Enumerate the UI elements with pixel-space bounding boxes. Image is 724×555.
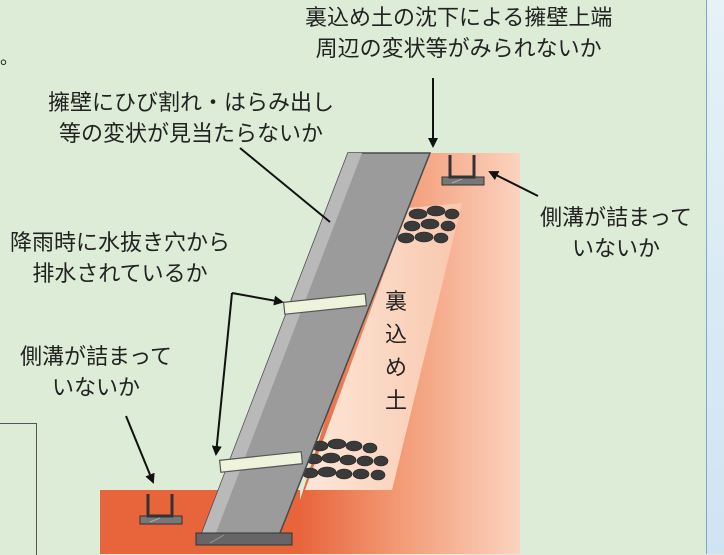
weep-hole-lower (218, 451, 304, 473)
label-gutter-right: 側溝が詰まって いないか (540, 206, 693, 262)
wall-face-shading (200, 153, 362, 538)
label-wall-cracks: 擁壁にひび割れ・はらみ出し 等の変状が見当たらないか (48, 91, 335, 147)
gravel-top (397, 205, 460, 244)
side-panel-edge (706, 0, 724, 554)
label-gutter-left: 側溝が詰まって いないか (20, 345, 173, 401)
arrow-weep-lower (211, 292, 233, 456)
stray-mark: 。 (0, 48, 18, 69)
footing-hatch (209, 534, 225, 544)
backfill-zone (305, 203, 462, 490)
wall-footing (195, 532, 293, 546)
arrow-gutter-left (125, 415, 155, 484)
weep-hole-upper (282, 293, 368, 315)
label-backfill-tag: 裏 込 め 土 (385, 290, 408, 414)
gravel-bottom (301, 438, 389, 481)
arrow-wall-cracks (239, 147, 331, 223)
arrow-weep-upper (231, 292, 284, 306)
label-backfill-settlement: 裏込め土の沈下による擁壁上端 周辺の変状等がみられないか (305, 6, 613, 62)
arrow-gutter-right (488, 171, 539, 197)
gutter-bottom (139, 494, 183, 525)
gutter-top (441, 155, 485, 186)
frame-stub (0, 423, 37, 555)
label-weep-holes: 降雨時に水抜き穴から 排水されているか (10, 231, 231, 287)
